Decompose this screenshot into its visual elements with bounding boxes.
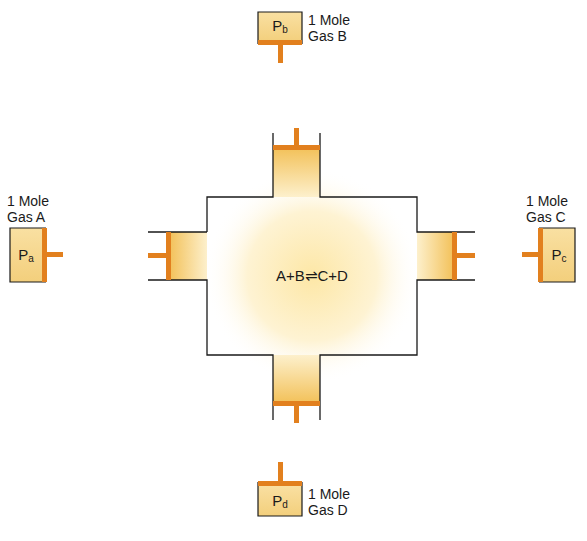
gas-container: 1 Mole Gas DPd: [258, 486, 302, 516]
pressure-label: Pa: [18, 246, 34, 264]
gas-container: 1 Mole Gas CPc: [543, 228, 575, 282]
container-label: 1 Mole Gas B: [308, 12, 368, 44]
gas-container: 1 Mole Gas APa: [10, 228, 42, 282]
gas-container: 1 Mole Gas BPb: [258, 12, 302, 40]
reaction-equation: A+B⇌C+D: [276, 267, 348, 285]
reaction-chamber: A+B⇌C+D: [207, 197, 417, 355]
container-label: 1 Mole Gas A: [7, 193, 65, 225]
container-label: 1 Mole Gas D: [308, 486, 368, 518]
container-label: 1 Mole Gas C: [526, 193, 582, 225]
pressure-label: Pc: [551, 246, 566, 264]
pressure-label: Pb: [272, 17, 288, 35]
pressure-label: Pd: [272, 492, 288, 510]
